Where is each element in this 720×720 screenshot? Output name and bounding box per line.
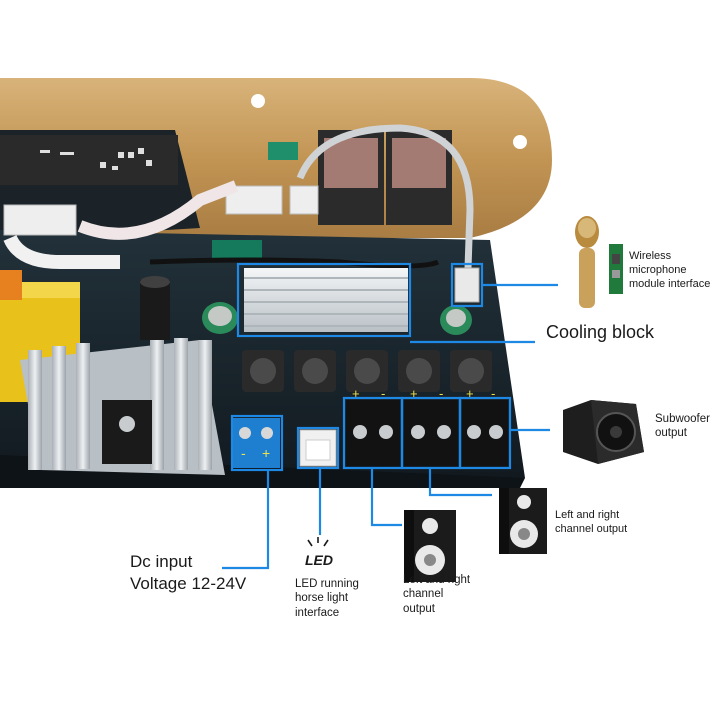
speaker-icon-bottom [404,510,456,582]
dc-input-label-line: Dc input [130,552,193,571]
dc-input-label-line: Voltage 12-24V [130,574,247,594]
subwoofer-icon [563,400,644,464]
inductors [242,350,492,392]
led-icon: LED [305,537,333,568]
out-plus-mark: + [352,386,360,401]
led-interface-label: LED running horse light interface [295,577,359,620]
ribbon-connectors [3,180,319,269]
wireless-microphone-icon [575,216,599,308]
dc-callout-line [222,470,270,570]
led-interface-connector [299,429,337,467]
microphone-cable [296,124,474,269]
speaker-icon-right [499,488,547,554]
lr-channel-right-label-line: Left and right [555,509,620,521]
dc-input-highlight [230,414,284,472]
lr-channel-right-label: Left and right channel output [555,509,627,537]
left-heatsink [20,338,225,475]
mic-interface-connector [454,267,480,303]
lr-channel-right-label-line: channel output [555,522,628,535]
lr-right-callout-line [428,468,492,497]
lr-channel-bottom-label-line: Left and right [403,574,471,586]
led-interface-label-line: LED running [295,578,359,590]
out-minus-mark: - [381,386,385,401]
output-3-highlight [458,396,512,470]
lr-bottom-callout-line [370,468,402,527]
black-cable [149,257,440,269]
out-plus-mark-3: + [466,386,474,401]
mic-module-icon [609,244,623,294]
wireless-mic-label: Wireless microphone module interface [629,250,710,291]
green-connectors [212,142,298,262]
wireless-mic-label-line: microphone [629,263,687,276]
lr-channel-bottom-label-line: output [403,602,435,615]
dc-minus-mark: - [241,445,246,461]
output-terminals: + - + - + - [346,386,508,466]
lr-channel-bottom-label: Left and right channel output [403,573,470,616]
callout-lines [222,283,558,570]
subwoofer-label: Subwoofer output [655,412,710,441]
relays [318,130,452,225]
out-minus-mark-2: - [439,386,443,401]
wireless-mic-label-line: module interface [629,277,711,290]
cooling-block-label: Cooling block [546,322,655,342]
cooling-block-highlight [236,262,412,338]
dc-input-label: Dc input Voltage 12-24V [130,551,246,595]
dc-input-terminal: - + [232,418,280,468]
capacitors [140,276,472,340]
led-interface-label-line: horse light [295,592,349,605]
subwoofer-label-line: output [655,427,687,440]
out-minus-mark-3: - [491,386,495,401]
dc-plus-mark: + [262,445,270,461]
subwoofer-label-line: Subwoofer [655,413,710,425]
lr-channel-bottom-label-line: channel [403,588,444,601]
out-plus-mark-2: + [410,386,418,401]
cooling-block [244,268,408,332]
led-icon-text: LED [305,552,333,568]
led-interface-label-line: interface [295,606,340,619]
wireless-mic-label-line: Wireless [629,250,672,262]
led-interface-highlight [296,426,340,470]
